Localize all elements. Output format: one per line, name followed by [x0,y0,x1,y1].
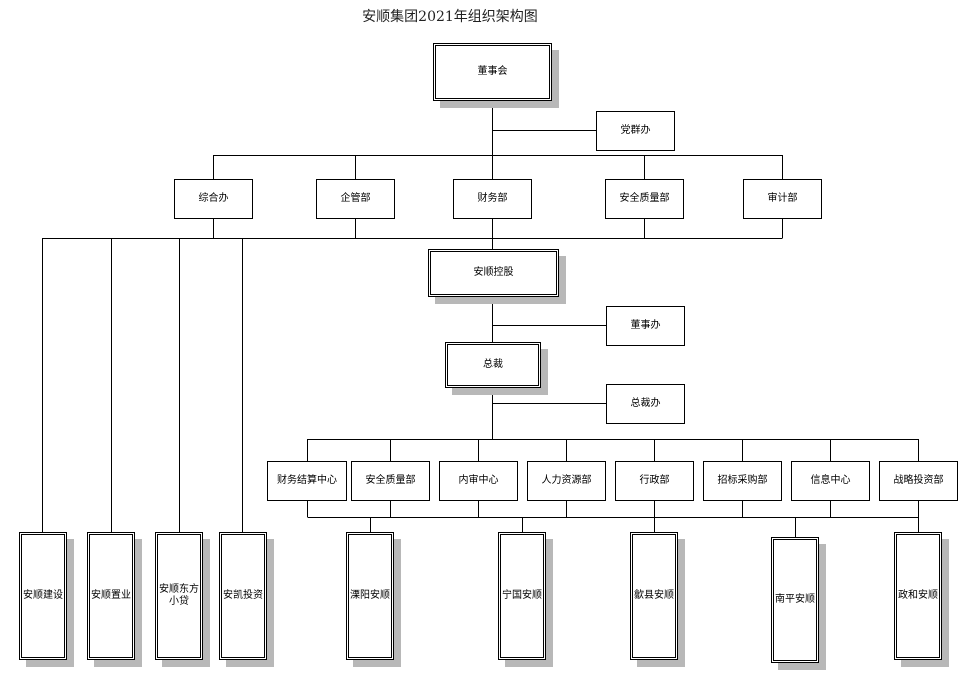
fin-settlement-center-box: 财务结算中心 [267,461,347,501]
subsidiary-investment: 安凯投资 [219,532,267,660]
admin-dept-box: 行政部 [615,461,694,501]
subsidiary-ningguo: 宁国安顺 [498,532,546,660]
subsidiary-microloan: 安顺东方小贷 [155,532,203,660]
subsidiary-realestate: 安顺置业 [87,532,135,660]
safety-quality-dept-box: 安全质量部 [605,179,684,219]
party-office-box: 党群办 [596,111,675,151]
subsidiary-construction: 安顺建设 [19,532,67,660]
enterprise-mgmt-box: 企管部 [316,179,395,219]
chart-title: 安顺集团2021年组织架构图 [362,9,538,25]
safety-quality-box: 安全质量部 [351,461,430,501]
board-box: 董事会 [433,43,552,101]
president-box: 总裁 [445,342,541,388]
holding-box: 安顺控股 [428,249,559,297]
subsidiary-shexian: 歙县安顺 [630,532,678,660]
audit-dept-box: 审计部 [743,179,822,219]
hr-dept-box: 人力资源部 [527,461,606,501]
subsidiary-nanping: 南平安顺 [771,537,819,663]
internal-audit-center-box: 内审中心 [439,461,518,501]
president-office-box: 总裁办 [606,384,685,424]
procurement-dept-box: 招标采购部 [703,461,782,501]
subsidiary-zhenghe: 政和安顺 [894,532,942,660]
subsidiary-liyang: 溧阳安顺 [346,532,394,660]
info-center-box: 信息中心 [791,461,870,501]
strategy-investment-box: 战略投资部 [879,461,958,501]
finance-dept-box: 财务部 [453,179,532,219]
general-office-box: 综合办 [174,179,253,219]
board-office-box: 董事办 [606,306,685,346]
